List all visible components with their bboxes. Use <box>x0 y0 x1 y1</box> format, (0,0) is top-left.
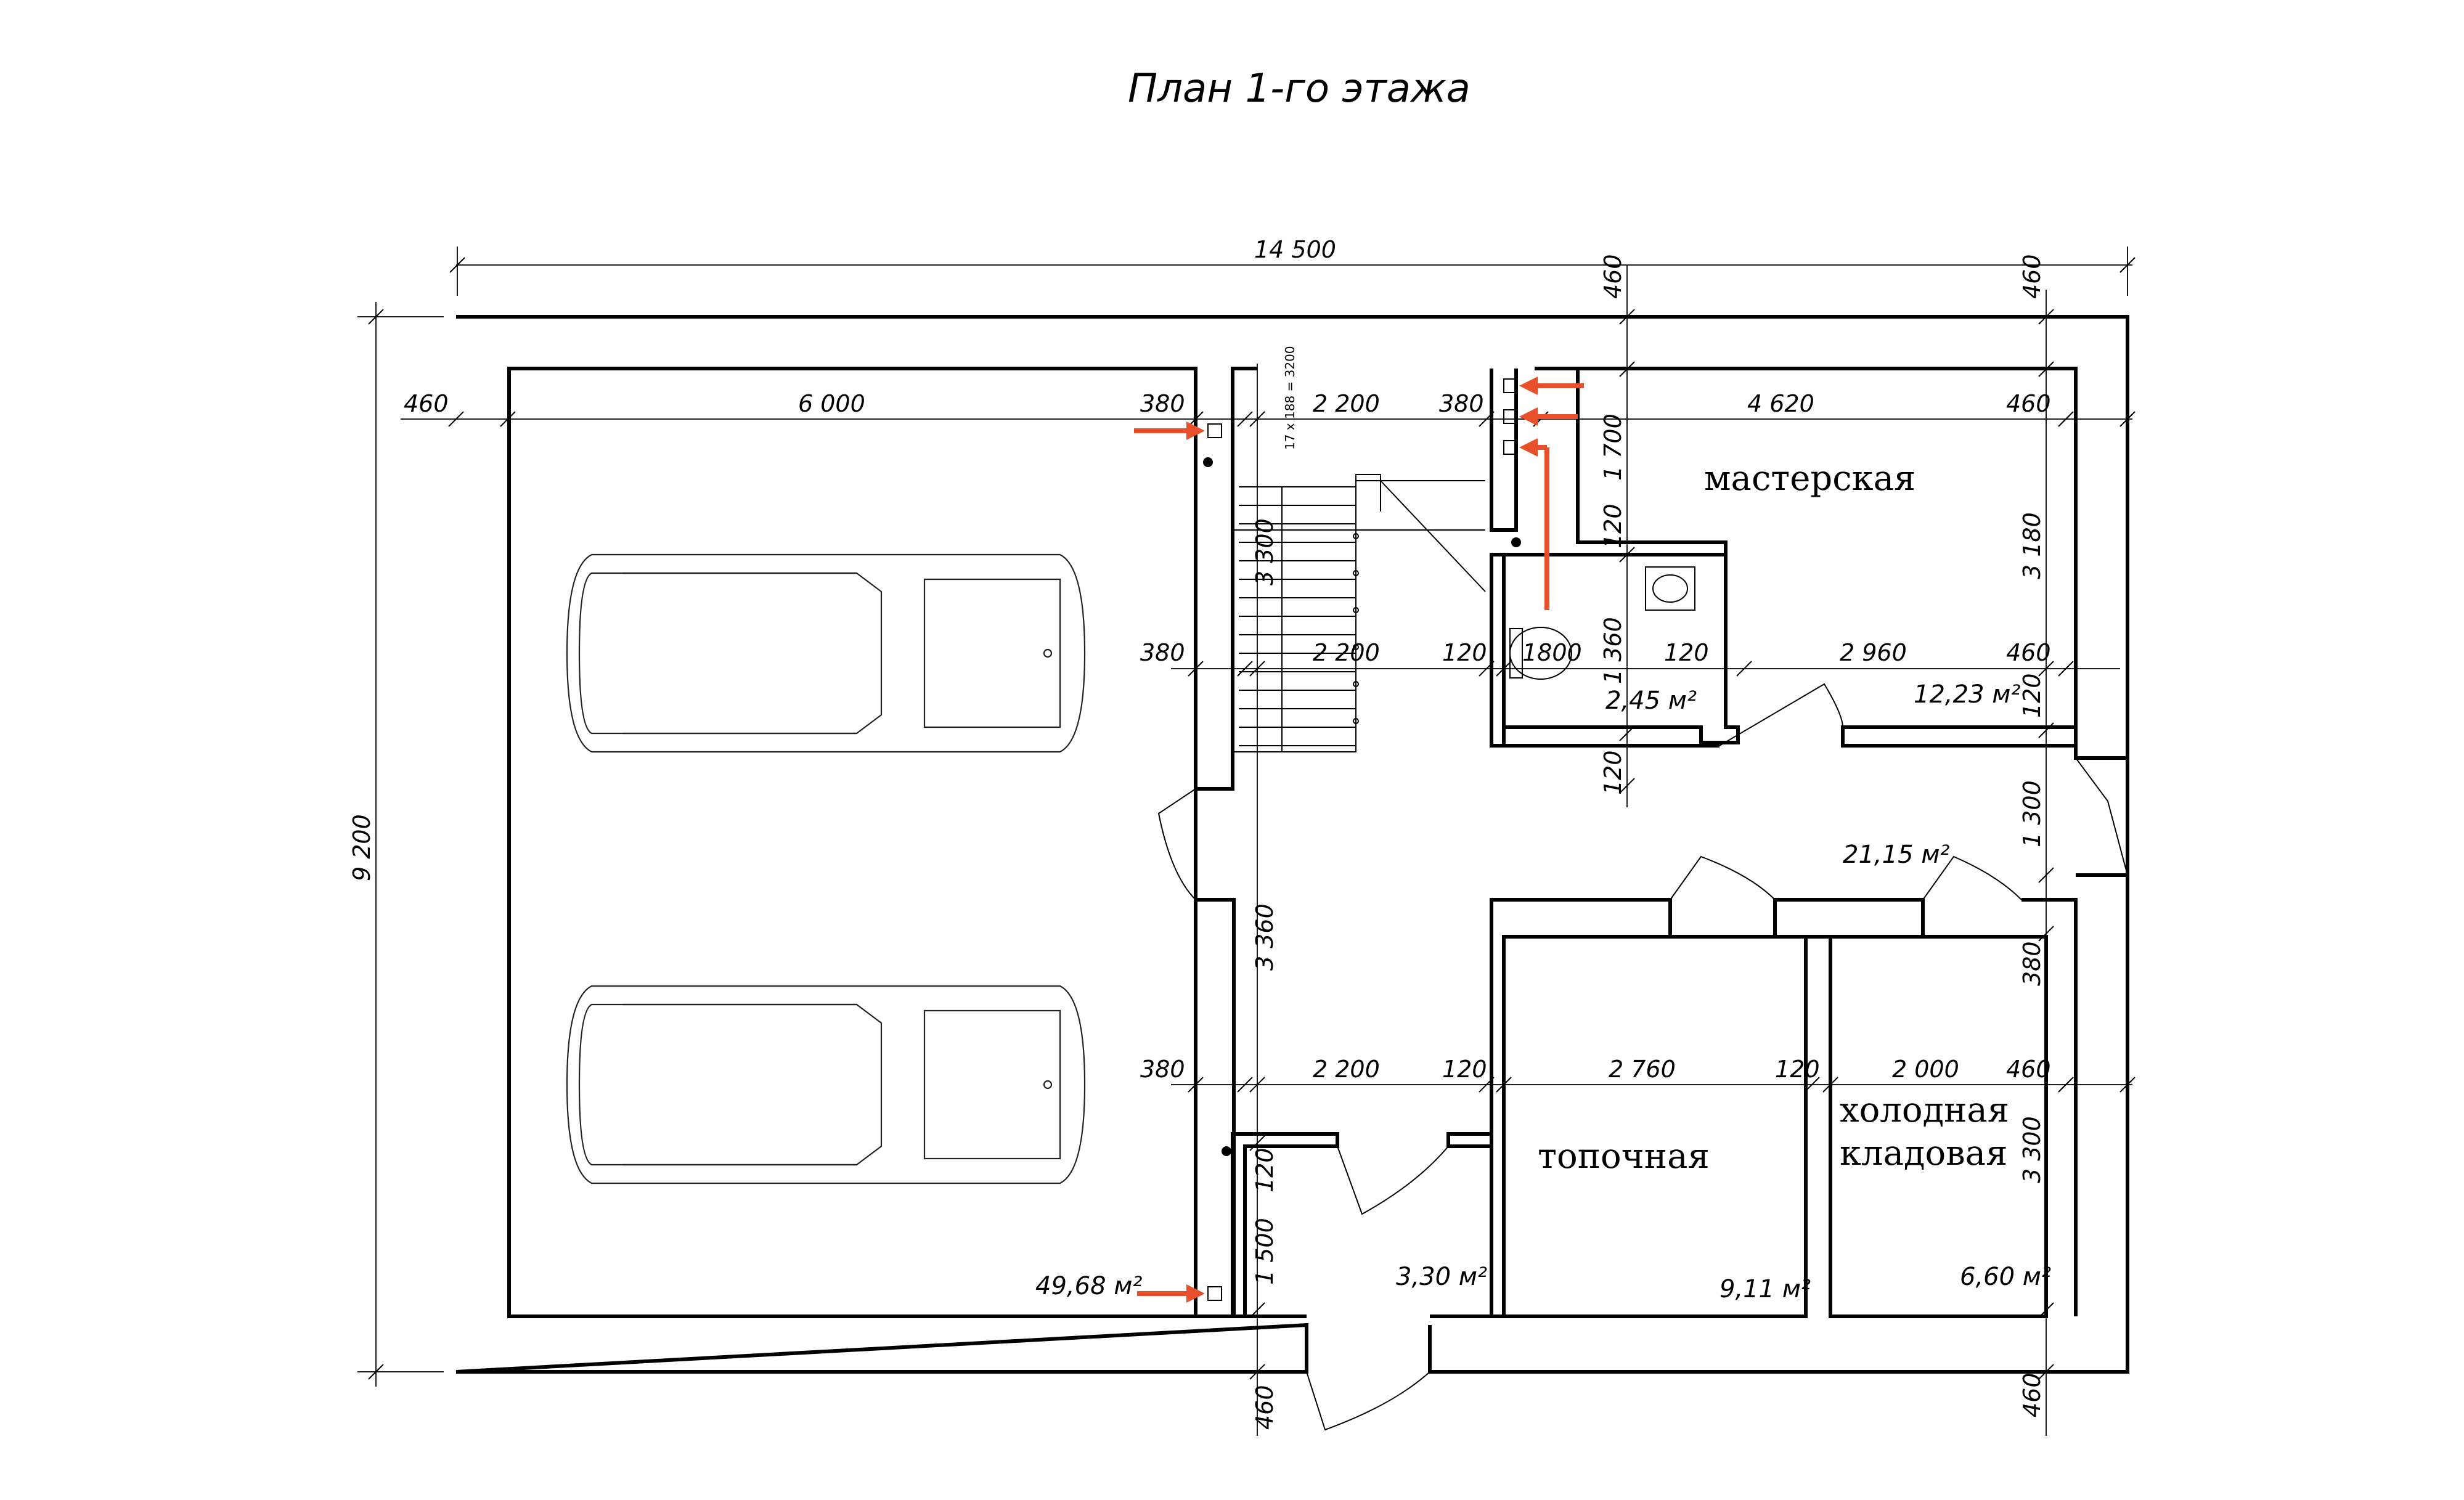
dim-garage-width: 6 000 <box>798 390 865 417</box>
area-hall: 21,15 м² <box>1843 841 1949 869</box>
dim-pantry-width: 2 000 <box>1892 1056 1959 1083</box>
dim-380-r1b: 380 <box>1439 390 1484 417</box>
dim-3300-stairs: 3 300 <box>1251 518 1278 585</box>
dim-1800: 1800 <box>1522 639 1582 666</box>
walls <box>455 315 2129 1374</box>
room-pantry-line2: кладовая <box>1840 1133 2007 1173</box>
dim-1700: 1 700 <box>1599 414 1626 481</box>
dim-460-r3: 460 <box>2006 1056 2051 1083</box>
dim-3360: 3 360 <box>1251 903 1278 971</box>
area-vestibule: 3,30 м² <box>1396 1263 1487 1291</box>
dim-hall-width: 2 960 <box>1840 639 1907 666</box>
dim-1300: 1 300 <box>2018 780 2046 847</box>
dim-overall-height: 9 200 <box>348 814 375 881</box>
room-pantry-line1: холодная <box>1840 1090 2009 1130</box>
dim-120-bath-b: 120 <box>1599 750 1626 795</box>
vent-arrows <box>1134 377 1584 1303</box>
area-bathroom: 2,45 м² <box>1605 687 1697 715</box>
toilet-icon <box>1509 627 1572 680</box>
room-labels: мастерская топочная холодная кладовая <box>1538 459 2009 1176</box>
dim-120-right: 120 <box>2018 673 2046 718</box>
dim-120-bath: 120 <box>1599 503 1626 548</box>
dim-380-r3: 380 <box>1140 1056 1185 1083</box>
dim-460-r2: 460 <box>2006 639 2051 666</box>
dim-460-left: 460 <box>404 390 449 417</box>
dim-120-r2: 120 <box>1442 639 1487 666</box>
dim-460-top-mid: 460 <box>1599 254 1626 299</box>
dim-380-r2: 380 <box>1140 639 1185 666</box>
vent-markers <box>1203 378 1521 1301</box>
dim-workshop-width: 4 620 <box>1747 390 1814 417</box>
sink-icon <box>1645 566 1695 611</box>
area-boiler: 9,11 м² <box>1719 1275 1811 1303</box>
dimension-labels: 14 500 9 200 460 6 000 380 2 200 380 4 6… <box>348 236 2051 1430</box>
dim-overall-width: 14 500 <box>1254 236 1336 263</box>
room-workshop: мастерская <box>1704 459 1915 499</box>
area-pantry: 6,60 м² <box>1960 1263 2051 1291</box>
dim-380-right: 380 <box>2018 941 2046 986</box>
dim-1500: 1 500 <box>1251 1218 1278 1285</box>
dim-460-r1: 460 <box>2006 390 2051 417</box>
area-labels: 49,68 м² 12,23 м² 2,45 м² 21,15 м² 3,30 … <box>1035 680 2051 1303</box>
dim-460-top-right: 460 <box>2018 254 2046 299</box>
dim-stair-width-r2: 2 200 <box>1313 639 1380 666</box>
dim-120-r3: 120 <box>1442 1056 1487 1083</box>
area-workshop: 12,23 м² <box>1914 680 2020 709</box>
dimension-lines <box>357 247 2136 1436</box>
stair-note: 17 x 188 = 3200 <box>1283 346 1297 450</box>
dim-3180: 3 180 <box>2018 512 2046 579</box>
room-boiler: топочная <box>1538 1136 1710 1176</box>
door-swings <box>1157 683 2128 1431</box>
dim-120-r3b: 120 <box>1775 1056 1820 1083</box>
dim-380-r1: 380 <box>1140 390 1185 417</box>
car-bottom <box>566 985 1086 1184</box>
dim-120-vest: 120 <box>1251 1147 1278 1192</box>
plan-title: План 1-го этажа <box>1128 66 1471 112</box>
staircase <box>1239 474 1486 752</box>
dim-460-bottom-right: 460 <box>2018 1372 2046 1417</box>
dim-3300-right: 3 300 <box>2018 1116 2046 1183</box>
dim-stair-width-r3: 2 200 <box>1313 1056 1380 1083</box>
dim-1360: 1 360 <box>1599 617 1626 684</box>
car-top <box>566 553 1086 753</box>
dim-120-r2b: 120 <box>1664 639 1709 666</box>
area-garage: 49,68 м² <box>1035 1272 1142 1300</box>
dim-460-bottom-left: 460 <box>1251 1385 1278 1430</box>
dim-boiler-width: 2 760 <box>1609 1056 1676 1083</box>
dim-stair-width-r1: 2 200 <box>1313 390 1380 417</box>
